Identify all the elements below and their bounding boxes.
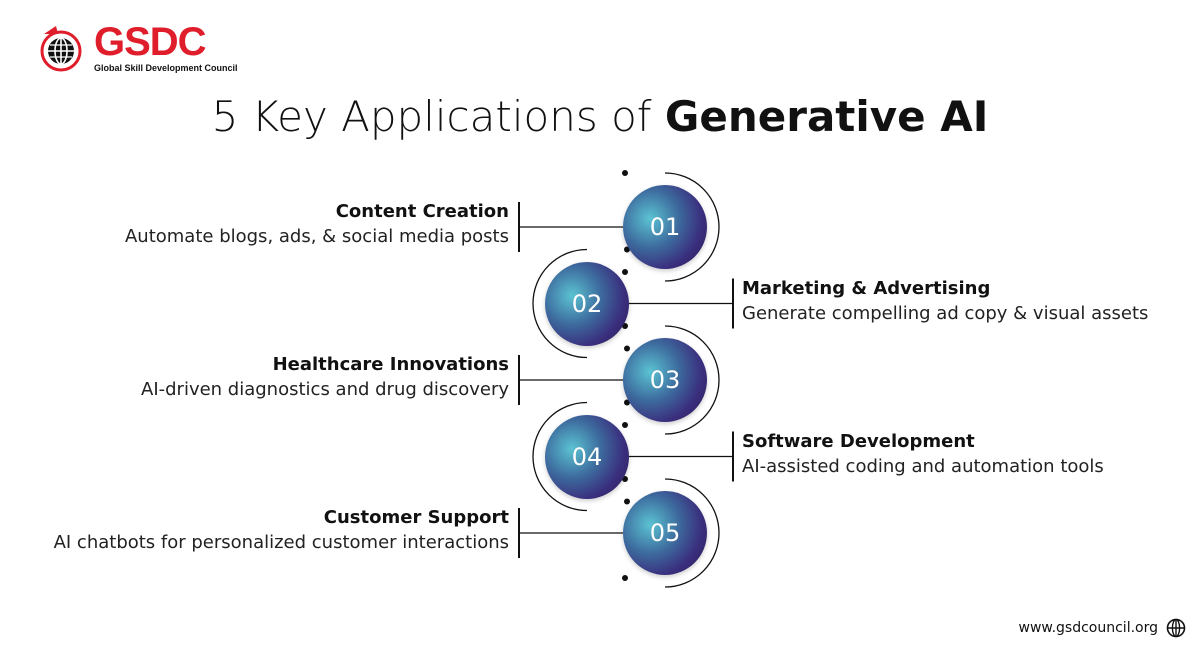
application-description: Automate blogs, ads, & social media post… xyxy=(124,226,509,247)
gsdc-logo: GSDC Global Skill Development Council xyxy=(36,20,238,78)
application-title: Customer Support xyxy=(323,507,509,528)
arc-dot-bottom-03 xyxy=(622,422,628,428)
title-regular: 5 Key Applications of xyxy=(211,92,665,141)
application-description: AI-assisted coding and automation tools xyxy=(742,455,1104,477)
globe-icon xyxy=(40,26,82,72)
outer-arc-04 xyxy=(532,401,588,512)
application-description: AI chatbots for personalized customer in… xyxy=(53,532,509,553)
page-title: 5 Key Applications of Generative AI xyxy=(0,92,1200,141)
globe-icon xyxy=(1166,618,1186,638)
arc-dot-bottom-02 xyxy=(624,345,630,352)
outer-arc-05 xyxy=(664,478,720,588)
application-description: Generate compelling ad copy & visual ass… xyxy=(742,302,1149,324)
logo-wordmark: GSDC xyxy=(94,20,207,64)
outer-arc-01 xyxy=(664,172,720,282)
logo-subtitle: Global Skill Development Council xyxy=(94,63,238,73)
arc-dot-bottom-04 xyxy=(624,498,630,505)
step-circle-05: 05 xyxy=(623,491,707,575)
application-title: Marketing & Advertising xyxy=(742,277,991,299)
step-circle-02: 02 xyxy=(545,261,629,346)
arc-dot-bottom-05 xyxy=(622,575,628,581)
step-circle-01: 01 xyxy=(623,185,707,269)
outer-arc-03 xyxy=(664,325,720,435)
application-title: Content Creation xyxy=(335,201,509,222)
arc-dot-top-01 xyxy=(622,170,628,176)
step-circle-03: 03 xyxy=(623,338,707,422)
application-title: Software Development xyxy=(742,430,975,452)
step-circle-04: 04 xyxy=(545,414,629,499)
website-url[interactable]: www.gsdcouncil.org xyxy=(1018,620,1158,636)
application-description: AI-driven diagnostics and drug discovery xyxy=(141,379,509,400)
arc-dot-bottom-01 xyxy=(622,269,628,275)
title-bold: Generative AI xyxy=(664,92,989,141)
footer: www.gsdcouncil.org xyxy=(1019,618,1186,638)
application-item-05: Customer Support AI chatbots for personal… xyxy=(9,506,509,556)
outer-arc-02 xyxy=(532,248,588,359)
application-title: Healthcare Innovations xyxy=(272,354,509,375)
